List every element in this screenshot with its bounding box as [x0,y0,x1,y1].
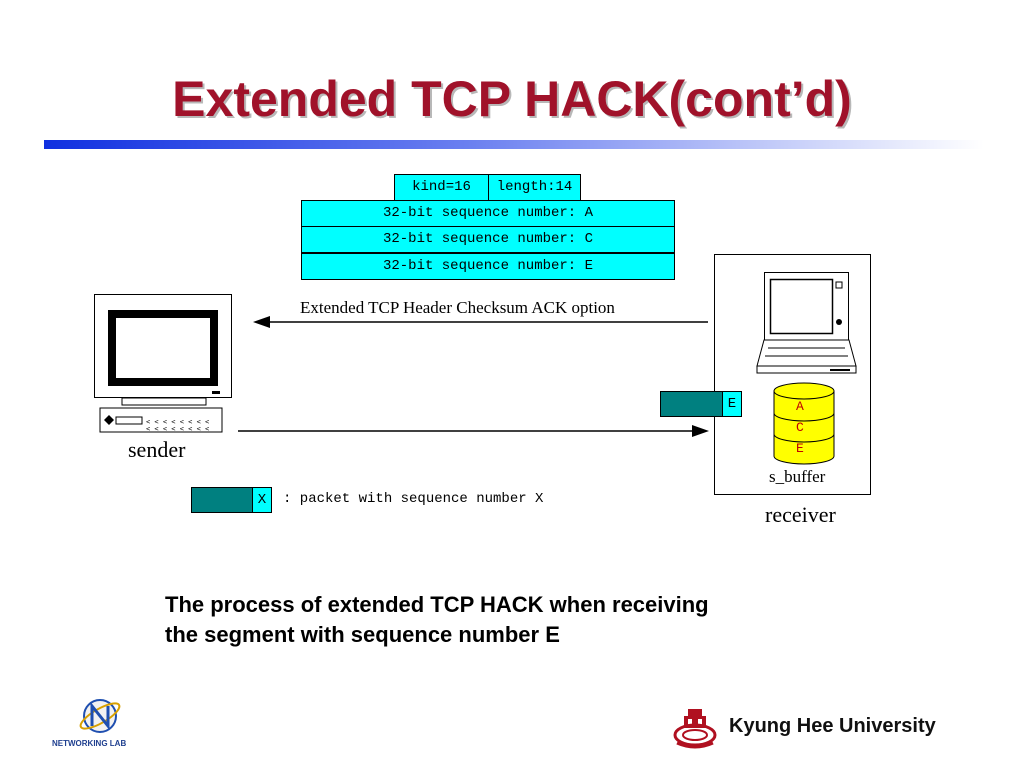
buffer-item-c: C [796,420,804,435]
ack-arrow-label: Extended TCP Header Checksum ACK option [300,298,615,317]
networking-lab-text: NETWORKING LAB [52,739,127,748]
legend-text: : packet with sequence number X [283,491,544,507]
university-seal-icon [673,709,717,749]
slide-title: Extended TCP HACK(cont’d) [172,71,852,127]
title-underline [44,140,984,149]
incoming-packet-label: E [722,391,742,417]
option-seq-row-c: 32-bit sequence number: C [301,226,675,253]
s-buffer-cylinder-icon [773,382,835,465]
slide-caption: The process of extended TCP HACK when re… [165,590,925,650]
buffer-item-e: E [796,441,804,456]
university-name: Kyung Hee University [729,715,936,737]
option-seq-row-e: 32-bit sequence number: E [301,253,675,280]
receiver-label: receiver [765,502,836,527]
networking-lab-logo-icon [79,699,121,733]
receiver-laptop-icon [756,272,857,374]
sender-label: sender [128,437,186,462]
data-arrow [238,425,709,437]
option-seq-row-a: 32-bit sequence number: A [301,200,675,227]
svg-text:< < < < < < < <: < < < < < < < < [146,425,209,433]
caption-line-1: The process of extended TCP HACK when re… [165,592,709,617]
sender-computer-icon: < < < < < < < < < < < < < < < < [94,294,232,433]
option-kind-field: kind=16 [394,174,489,201]
caption-line-2: the segment with sequence number E [165,622,560,647]
legend-packet-body [191,487,253,513]
receiver-box [714,254,871,495]
option-length-field: length:14 [488,174,581,201]
ack-arrow [253,316,708,328]
legend-packet-label: X [252,487,272,513]
svg-text:< < < < < < < <: < < < < < < < < [146,418,209,426]
incoming-packet-body [660,391,723,417]
buffer-item-a: A [796,399,804,414]
s-buffer-label: s_buffer [769,467,826,486]
